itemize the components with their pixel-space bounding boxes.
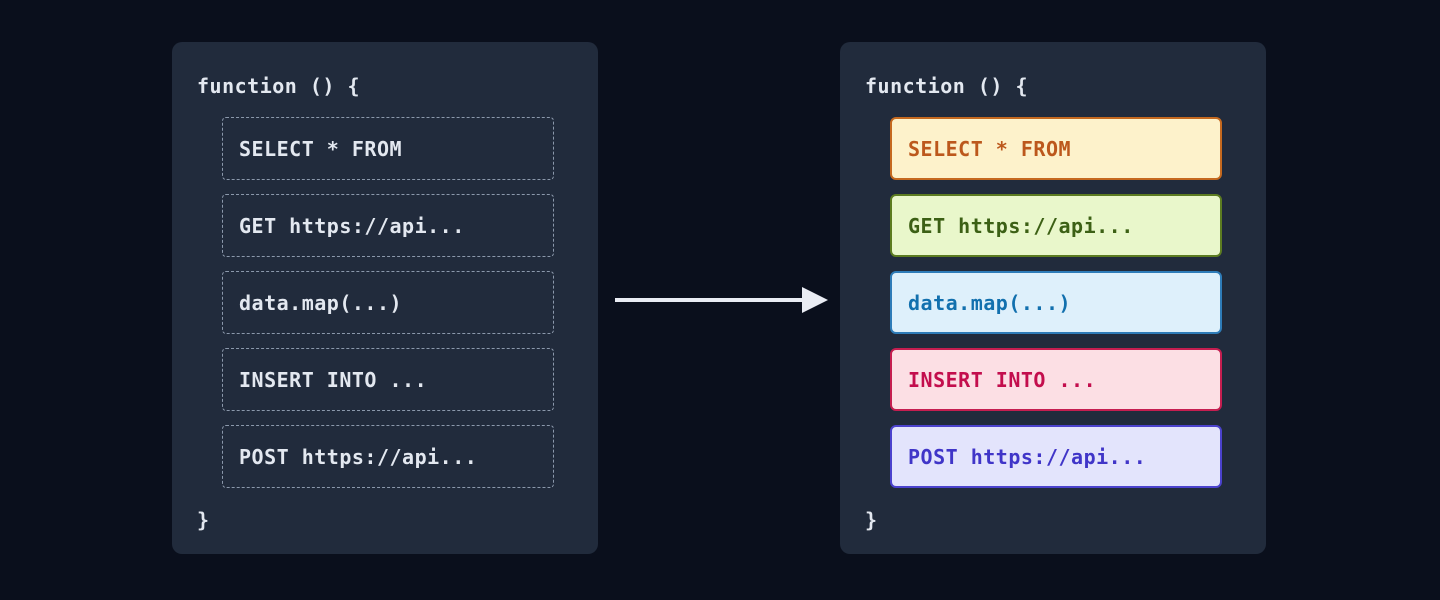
- code-block-post-request-highlighted: POST https://api...: [890, 425, 1222, 488]
- function-open-line: function () {: [197, 74, 361, 98]
- code-block-post-request: POST https://api...: [222, 425, 554, 488]
- code-block-label: SELECT * FROM: [908, 136, 1072, 161]
- code-block-list: SELECT * FROM GET https://api... data.ma…: [890, 117, 1222, 488]
- code-block-label: INSERT INTO ...: [239, 367, 428, 392]
- code-block-label: data.map(...): [908, 290, 1072, 315]
- code-block-get-request-highlighted: GET https://api...: [890, 194, 1222, 257]
- code-panel-before: function () { SELECT * FROM GET https://…: [172, 42, 598, 554]
- code-block-label: GET https://api...: [239, 213, 465, 238]
- code-block-select-query-highlighted: SELECT * FROM: [890, 117, 1222, 180]
- code-panel-after: function () { SELECT * FROM GET https://…: [840, 42, 1266, 554]
- code-block-label: POST https://api...: [908, 444, 1147, 469]
- function-close-line: }: [865, 508, 878, 532]
- code-block-get-request: GET https://api...: [222, 194, 554, 257]
- code-block-label: INSERT INTO ...: [908, 367, 1097, 392]
- code-block-data-map: data.map(...): [222, 271, 554, 334]
- function-open-line: function () {: [865, 74, 1029, 98]
- code-block-label: POST https://api...: [239, 444, 478, 469]
- code-block-insert-query: INSERT INTO ...: [222, 348, 554, 411]
- arrow-shaft: [615, 298, 805, 302]
- code-block-insert-query-highlighted: INSERT INTO ...: [890, 348, 1222, 411]
- transform-arrow-icon: [615, 287, 828, 313]
- code-block-label: SELECT * FROM: [239, 136, 403, 161]
- function-close-line: }: [197, 508, 210, 532]
- code-block-list: SELECT * FROM GET https://api... data.ma…: [222, 117, 554, 488]
- code-block-data-map-highlighted: data.map(...): [890, 271, 1222, 334]
- code-block-select-query: SELECT * FROM: [222, 117, 554, 180]
- arrow-head: [802, 287, 828, 313]
- code-block-label: GET https://api...: [908, 213, 1134, 238]
- code-block-label: data.map(...): [239, 290, 403, 315]
